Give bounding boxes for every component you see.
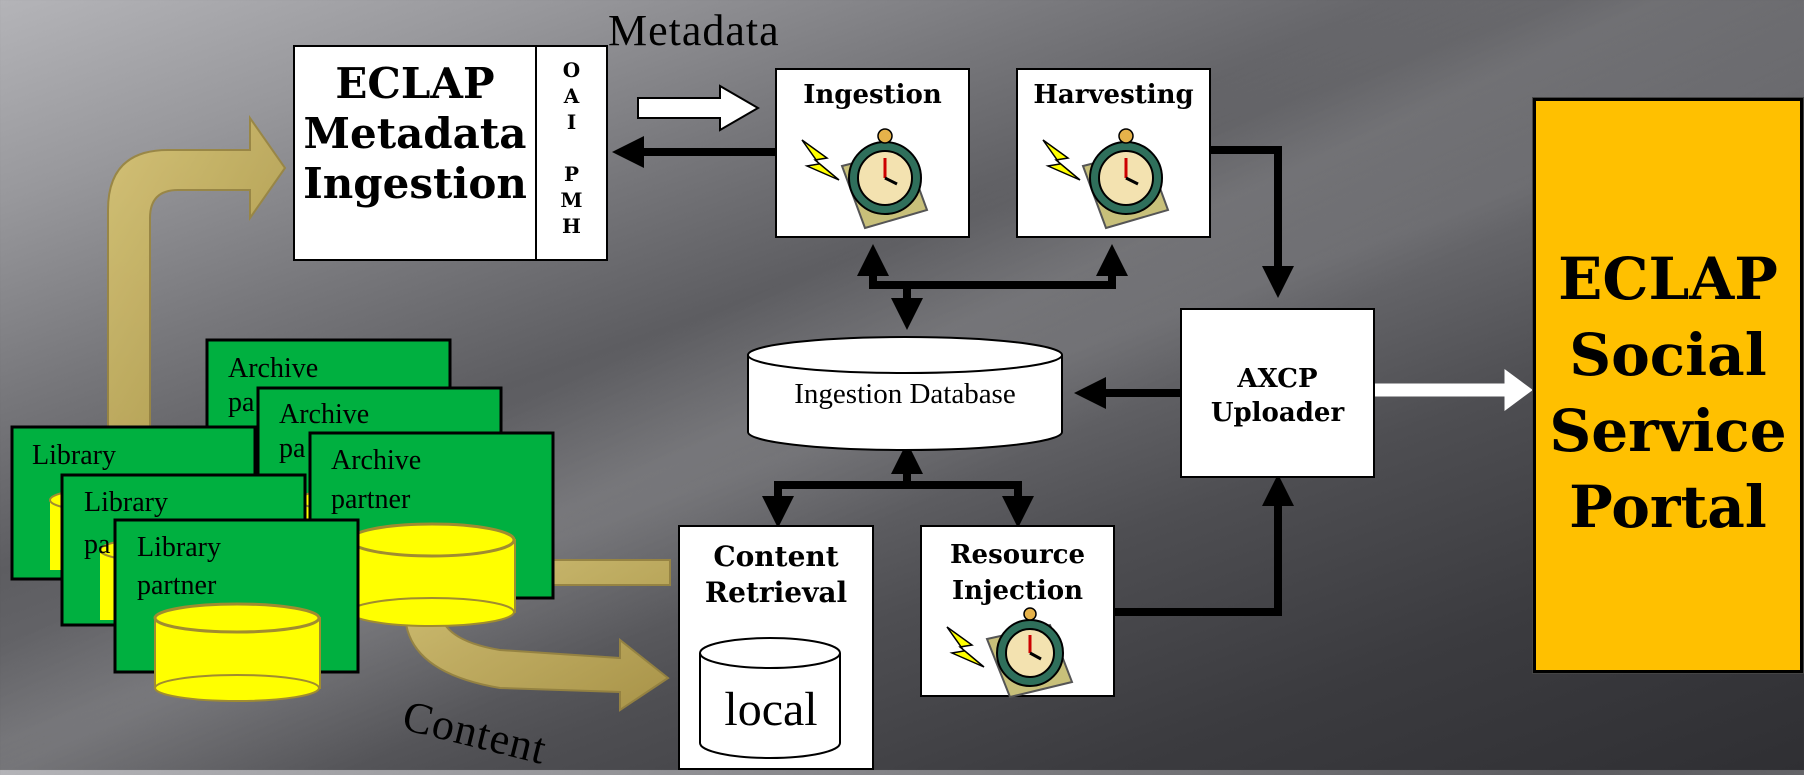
content-retrieval-title-line2: Retrieval: [704, 576, 848, 609]
metadata-label: Metadata: [608, 6, 780, 55]
portal-title-line2: Social: [1569, 321, 1767, 389]
oai-letter-i: I: [566, 110, 577, 134]
oai-letter-h: H: [562, 214, 581, 238]
archive-partner-label-1-line1: Archive: [228, 353, 319, 384]
oai-letter-p: P: [563, 162, 580, 186]
axcp-title-line1: AXCP: [1237, 364, 1318, 394]
harvesting-box: Harvesting: [1016, 68, 1211, 238]
oai-letter-a: A: [563, 84, 580, 108]
eclap-metadata-ingestion-box: ECLAP Metadata Ingestion O A I P M H: [293, 45, 608, 261]
archive-partner-label-2-frag: pa: [279, 433, 306, 464]
oai-letter-m: M: [560, 188, 583, 212]
archive-partner-label-1-frag: pa: [228, 387, 255, 418]
resource-injection-title-line2: Injection: [952, 576, 1083, 606]
portal-title-line4: Portal: [1569, 473, 1767, 541]
archive-partner-label-3-line1: Archive: [331, 445, 422, 476]
eclap-ingestion-title-line3: Ingestion: [303, 159, 527, 208]
library-partner-label-1-line1: Library: [32, 440, 116, 471]
axcp-title-line2: Uploader: [1210, 398, 1345, 428]
portal-title-line3: Service: [1549, 397, 1787, 465]
eclap-portal-box: ECLAP Social Service Portal: [1533, 98, 1803, 673]
library-partner-label-3-line1: Library: [137, 532, 221, 563]
library-partner-label-3-line2: partner: [137, 570, 217, 601]
harvesting-to-axcp-line: [1210, 146, 1294, 298]
ingestion-title: Ingestion: [803, 80, 942, 110]
axcp-uploader-box: AXCP Uploader: [1180, 308, 1375, 478]
local-storage-cylinder: [699, 637, 841, 759]
harvesting-title: Harvesting: [1033, 80, 1194, 110]
archive-partner-label-3-line2: partner: [331, 484, 411, 515]
eclap-ingestion-title-line2: Metadata: [303, 109, 527, 158]
metadata-white-arrow: [637, 84, 760, 132]
local-storage-label: local: [724, 683, 818, 736]
axcp-to-portal-arrow: [1372, 369, 1533, 411]
resource-to-axcp-line: [1114, 474, 1294, 616]
portal-title-line1: ECLAP: [1558, 245, 1778, 313]
ingestion-box: Ingestion: [775, 68, 970, 238]
library-partner-label-2-frag: pa: [84, 529, 111, 560]
ingestion-database-label: Ingestion Database: [794, 378, 1016, 410]
library-partner-label-2-line1: Library: [84, 487, 168, 518]
content-retrieval-title-line1: Content: [713, 540, 839, 573]
oai-letter-o: O: [562, 58, 581, 82]
content-retrieval-box: Content Retrieval local: [678, 525, 874, 770]
resource-injection-box: Resource Injection: [920, 525, 1115, 699]
oai-pmh-divider: [535, 45, 537, 261]
alarm-clock-icon: [946, 607, 1074, 699]
alarm-clock-icon: [801, 128, 929, 230]
oai-pmh-column: O A I P M H: [537, 57, 606, 239]
upload-metadata-arrow: [107, 114, 287, 431]
library-partner-cylinder-3: [153, 602, 321, 702]
eclap-ingestion-title-area: ECLAP Metadata Ingestion: [295, 47, 535, 259]
archive-partner-cylinder-3: [348, 522, 516, 627]
resource-injection-title-line1: Resource: [949, 540, 1086, 570]
eclap-ingestion-title-line1: ECLAP: [335, 59, 495, 108]
archive-partner-label-2-line1: Archive: [279, 399, 370, 430]
alarm-clock-icon: [1042, 128, 1170, 230]
